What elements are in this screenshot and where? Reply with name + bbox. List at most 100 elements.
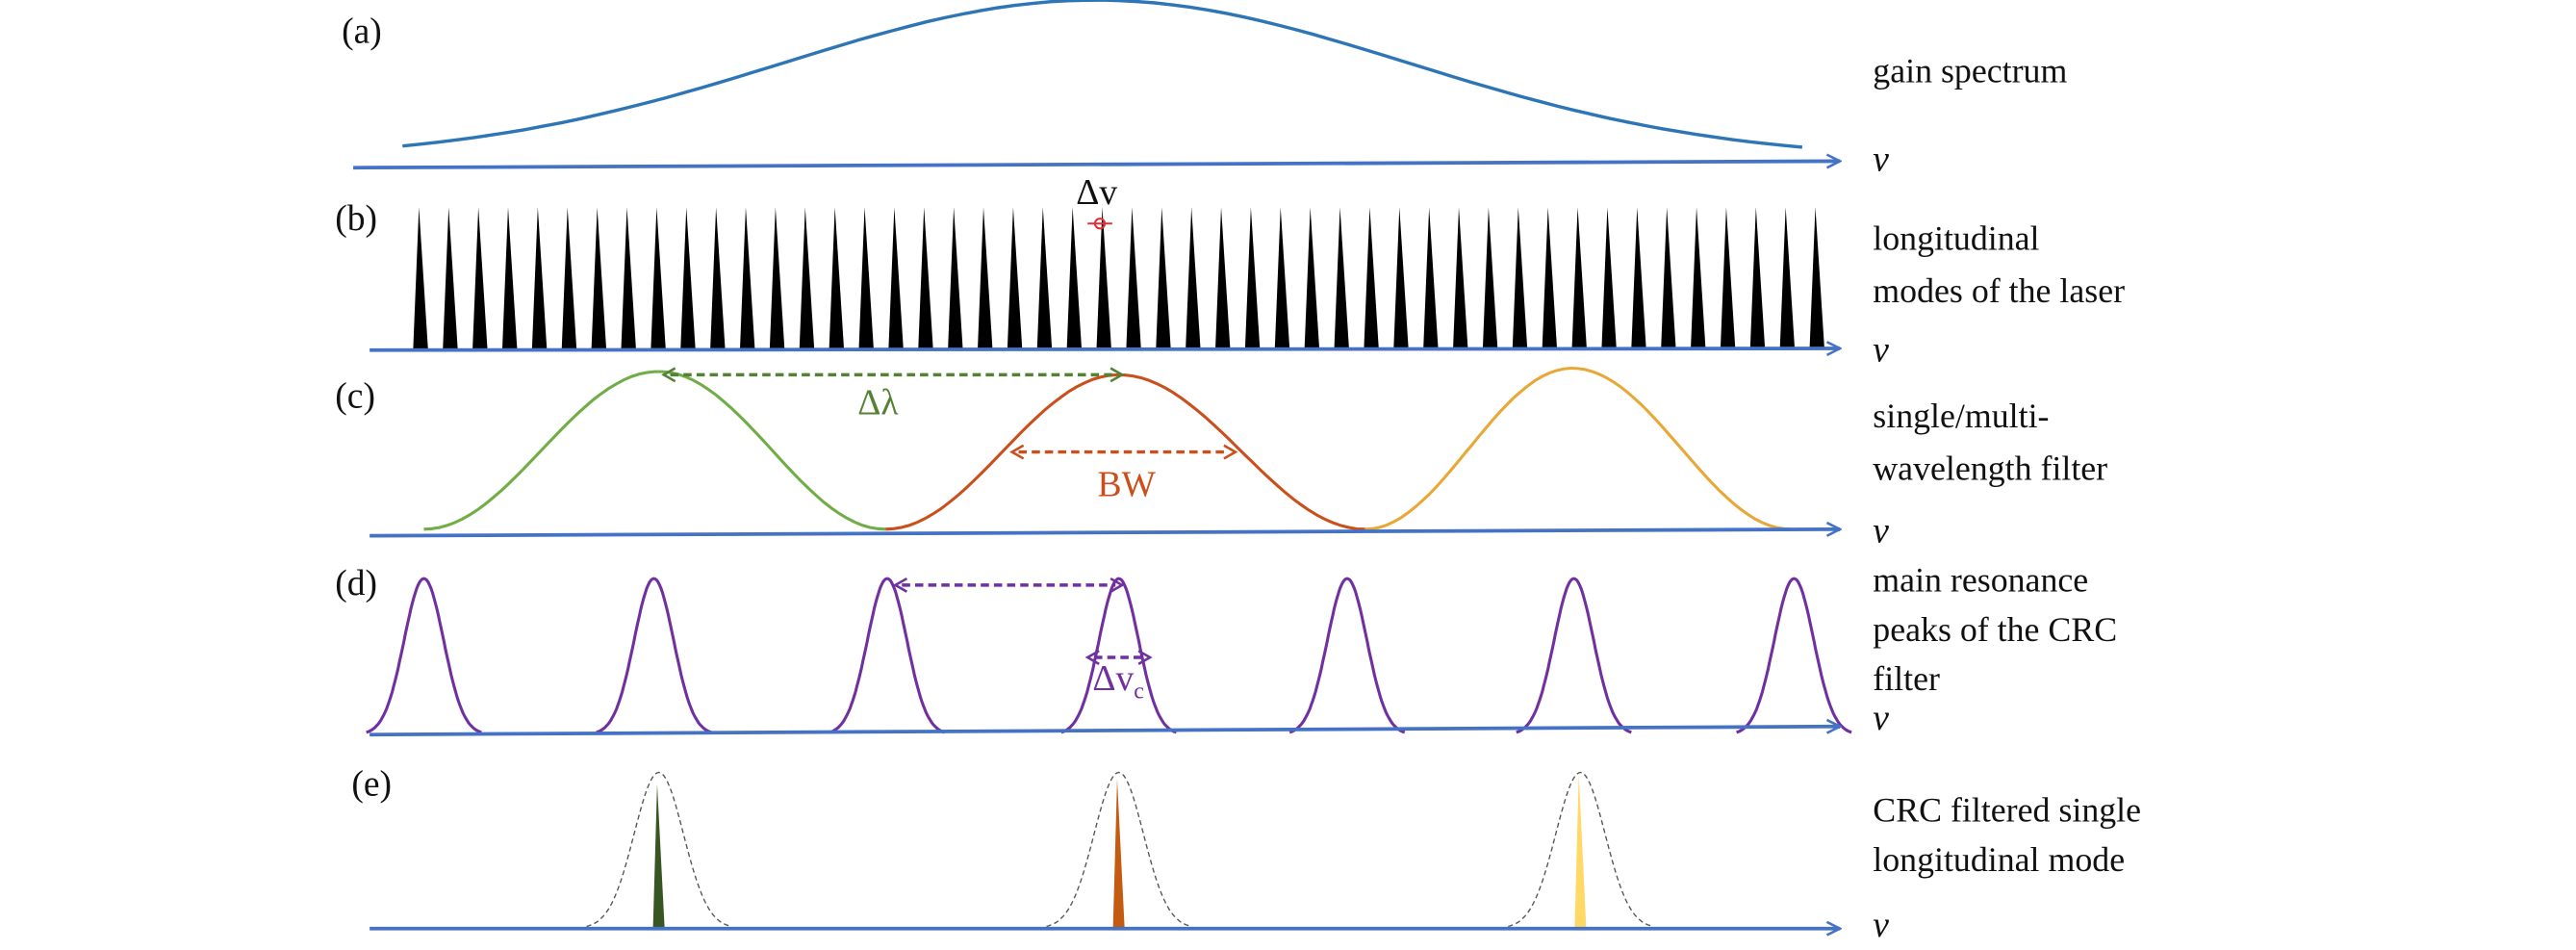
longitudinal-mode-spike: [1036, 207, 1053, 349]
longitudinal-mode-spike: [948, 207, 963, 349]
crc-linewidth-arrow-head-left: [1084, 650, 1100, 665]
crc-envelope-dotted-3: [1508, 771, 1653, 928]
filter-passband-2: [885, 372, 1365, 531]
crc-resonance-peak: [829, 577, 946, 734]
longitudinal-mode-spike: [1601, 207, 1617, 349]
desc-d-line2: peaks of the CRC: [1873, 610, 2117, 649]
panel-label-e: (e): [351, 764, 392, 804]
crc-fsr-label: Δvc: [1092, 659, 1144, 705]
bandwidth-label: BW: [1097, 466, 1156, 505]
desc-b-line2: modes of the laser: [1873, 271, 2125, 310]
longitudinal-mode-spike: [1661, 207, 1676, 349]
axis-symbol-c: v: [1873, 511, 1889, 551]
longitudinal-mode-spike: [1215, 207, 1231, 349]
longitudinal-mode-spike: [1691, 207, 1706, 349]
crc-fsr-sub: c: [1134, 680, 1144, 705]
longitudinal-mode-spike: [1186, 207, 1201, 349]
longitudinal-mode-spike: [1274, 207, 1290, 349]
longitudinal-mode-spike: [1453, 207, 1468, 349]
crc-fsr-arrow-head-right: [1109, 577, 1125, 593]
crc-envelope-dotted-2: [1046, 771, 1191, 928]
desc-d-line3: filter: [1873, 659, 1940, 698]
longitudinal-mode-spike: [591, 207, 607, 349]
longitudinal-mode-spike: [1749, 207, 1766, 349]
crc-fsr-arrow-head-left: [892, 577, 908, 593]
bandwidth-arrow-head-right: [1223, 444, 1238, 460]
longitudinal-mode-spike: [413, 207, 428, 349]
longitudinal-mode-spike: [1571, 207, 1587, 349]
longitudinal-mode-spike: [829, 207, 845, 349]
longitudinal-mode-spike: [769, 207, 785, 349]
crc-fsr-main: Δv: [1092, 659, 1134, 699]
longitudinal-mode-spike: [710, 207, 726, 349]
wavelength-spacing-arrow-head-right: [1109, 367, 1125, 383]
axis-symbol-d: v: [1873, 699, 1889, 738]
axis-symbol-a: v: [1873, 141, 1889, 180]
wavelength-spacing-label: Δλ: [857, 383, 898, 423]
crc-resonance-peak: [1736, 577, 1852, 734]
selected-mode-spike-2: [1112, 779, 1125, 927]
mode-spacing-label: Δv: [1076, 173, 1117, 213]
longitudinal-mode-spike: [918, 207, 933, 349]
desc-e-line2: longitudinal mode: [1873, 840, 2125, 879]
filter-passband-3: [1365, 366, 1792, 531]
longitudinal-mode-spike: [1631, 207, 1646, 349]
desc-c-line2: wavelength filter: [1873, 449, 2107, 488]
selected-mode-spike-1: [652, 783, 665, 927]
gain-spectrum-curve: [402, 0, 1803, 149]
longitudinal-mode-spike: [1542, 207, 1558, 349]
longitudinal-mode-spike: [1156, 207, 1171, 349]
axis-symbol-e: v: [1873, 906, 1889, 945]
longitudinal-mode-spike: [858, 207, 874, 349]
longitudinal-mode-spike: [1334, 207, 1349, 349]
panel-label-b: (b): [335, 199, 377, 239]
axis-a: [353, 161, 1840, 170]
longitudinal-mode-spike: [1720, 207, 1736, 349]
longitudinal-mode-spike: [502, 207, 518, 349]
desc-c-line1: single/multi-: [1873, 397, 2049, 435]
crc-resonance-peak: [1060, 577, 1177, 734]
longitudinal-mode-spike: [472, 207, 488, 349]
wavelength-spacing-arrow-head-left: [661, 367, 676, 383]
longitudinal-mode-spike: [561, 207, 577, 349]
panel-label-c: (c): [335, 377, 375, 417]
desc-e-line1: CRC filtered single: [1873, 791, 2141, 830]
longitudinal-mode-spike: [1364, 207, 1379, 349]
axis-d: [370, 727, 1840, 737]
bandwidth-arrow-head-left: [1009, 444, 1025, 460]
axis-c: [370, 529, 1840, 538]
longitudinal-mode-spike: [531, 207, 548, 349]
longitudinal-mode-spike: [978, 207, 993, 349]
desc-d-line1: main resonance: [1873, 561, 2088, 600]
axis-symbol-b: v: [1873, 331, 1889, 371]
longitudinal-mode-spike: [1304, 207, 1320, 349]
longitudinal-mode-spike: [1779, 207, 1796, 349]
axis-b: [370, 348, 1840, 350]
longitudinal-mode-spike: [1096, 207, 1111, 349]
panel-label-d: (d): [335, 564, 377, 603]
crc-resonance-peak: [366, 577, 482, 734]
longitudinal-mode-spike: [1244, 207, 1261, 349]
selected-mode-spike-3: [1574, 774, 1587, 927]
crc-resonance-peak: [596, 577, 712, 734]
longitudinal-mode-spike: [1393, 207, 1409, 349]
panel-label-a: (a): [342, 12, 382, 51]
longitudinal-mode-spike: [621, 207, 636, 349]
longitudinal-mode-spike: [1423, 207, 1439, 349]
crc-resonance-peak: [1516, 577, 1632, 734]
longitudinal-mode-spike: [1007, 207, 1023, 349]
longitudinal-mode-spike: [888, 207, 904, 349]
crc-resonance-peak: [1288, 577, 1406, 734]
longitudinal-mode-spike: [680, 207, 696, 349]
longitudinal-mode-spike: [1482, 207, 1498, 349]
longitudinal-mode-spike: [740, 207, 755, 349]
desc-a-line1: gain spectrum: [1873, 51, 2067, 90]
longitudinal-mode-spike: [1512, 207, 1528, 349]
desc-b-line1: longitudinal: [1873, 219, 2039, 258]
longitudinal-mode-spike: [799, 207, 815, 349]
longitudinal-mode-spike: [1126, 207, 1141, 349]
longitudinal-mode-spike: [650, 207, 666, 349]
crc-linewidth-arrow-head-right: [1137, 650, 1153, 665]
longitudinal-mode-spike: [1066, 207, 1083, 349]
